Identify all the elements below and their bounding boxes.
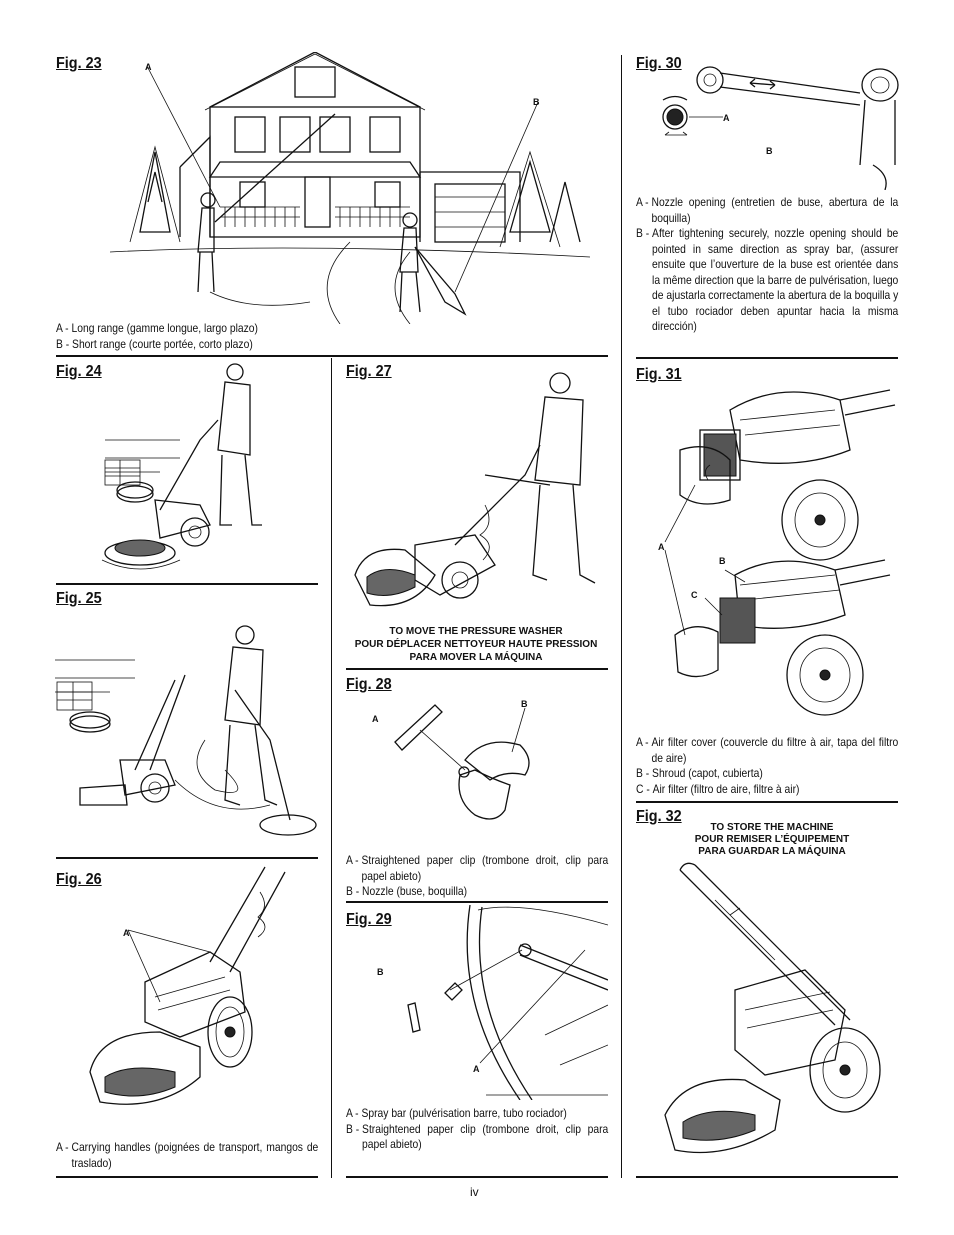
fig29-callout-a: A [473, 1064, 480, 1074]
fig27-rule [346, 668, 608, 670]
fig27-caption-en: TO MOVE THE PRESSURE WASHER [389, 626, 563, 637]
fig32-caption-fr: POUR REMISER L’ÉQUIPEMENT [694, 834, 850, 845]
fig28-rule [346, 901, 608, 903]
fig27-caption-fr: POUR DÉPLACER NETTOYEUR HAUTE PRESSION [354, 639, 598, 650]
fig32-caption-en: TO STORE THE MACHINE [710, 822, 834, 833]
fig23-caption-b: B - Short range (courte portée, corto pl… [56, 336, 253, 351]
fig23-callout-a: A [145, 62, 152, 72]
fig32-title: Fig. 32 [636, 808, 682, 825]
fig26-illustration [80, 862, 318, 1132]
fig27-caption-es: PARA MOVER LA MÁQUINA [409, 652, 543, 663]
fig29-illustration [370, 905, 608, 1100]
fig32-rule [636, 1176, 898, 1178]
fig31-caption: A - Air filter cover (couvercle du filtr… [636, 735, 898, 797]
fig28-caption: A - Straightened paper clip (trombone dr… [346, 853, 608, 900]
fig31-caption-a: A - Air filter cover (couvercle du filtr… [636, 735, 899, 765]
fig31-illustration [640, 370, 898, 730]
fig25-rule [56, 857, 318, 859]
fig28-illustration [380, 700, 580, 830]
fig26-title: Fig. 26 [56, 871, 102, 888]
fig30-caption: A - Nozzle opening (entretien de buse, a… [636, 195, 898, 335]
fig31-callout-b: B [719, 556, 726, 566]
fig28-title: Fig. 28 [346, 676, 392, 693]
fig32-caption-es: PARA GUARDAR LA MÁQUINA [698, 846, 846, 857]
fig32-illustration [655, 860, 895, 1165]
fig29-rule [346, 1176, 608, 1178]
fig29-title: Fig. 29 [346, 911, 392, 928]
fig30-callout-a: A [723, 113, 730, 123]
fig24-rule [56, 583, 318, 585]
page-number: iv [470, 1185, 479, 1199]
fig23-caption-a: A - Long range (gamme longue, largo plaz… [56, 321, 258, 335]
fig30-title: Fig. 30 [636, 55, 682, 72]
fig28-callout-b: B [521, 699, 528, 709]
fig30-caption-b: B - After tightening securely, nozzle op… [636, 226, 899, 333]
fig31-caption-b: B - Shroud (capot, cubierta) [636, 766, 763, 780]
fig27-caption: TO MOVE THE PRESSURE WASHER POUR DÉPLACE… [340, 625, 612, 664]
fig30-rule [636, 357, 898, 359]
fig26-caption-a: A - Carrying handles (poignées de transp… [56, 1140, 319, 1170]
fig31-callout-a: A [658, 542, 665, 552]
fig24-title: Fig. 24 [56, 363, 102, 380]
fig31-callout-c: C [691, 590, 698, 600]
fig28-caption-a: A - Straightened paper clip (trombone dr… [346, 853, 609, 883]
fig26-caption: A - Carrying handles (poignées de transp… [56, 1140, 318, 1171]
fig32-caption: TO STORE THE MACHINE POUR REMISER L’ÉQUI… [682, 822, 862, 858]
fig27-title: Fig. 27 [346, 363, 392, 380]
fig28-callout-a: A [372, 714, 379, 724]
fig26-callout-a: A [123, 928, 130, 938]
fig30-caption-a: A - Nozzle opening (entretien de buse, a… [636, 195, 899, 225]
fig29-callout-b: B [377, 967, 384, 977]
fig27-illustration [345, 365, 607, 620]
fig23-caption: A - Long range (gamme longue, largo plaz… [56, 321, 340, 352]
fig30-illustration [655, 55, 900, 190]
fig31-title: Fig. 31 [636, 366, 682, 383]
fig30-callout-b: B [766, 146, 773, 156]
fig31-rule [636, 801, 898, 803]
fig25-title: Fig. 25 [56, 590, 102, 607]
column-divider-2 [621, 55, 622, 1178]
fig29-caption-b: B - Straightened paper clip (trombone dr… [346, 1121, 609, 1152]
fig28-caption-b: B - Nozzle (buse, boquilla) [346, 884, 468, 898]
fig29-caption: A - Spray bar (pulvérisation barre, tubo… [346, 1106, 608, 1153]
fig23-callout-b: B [533, 97, 540, 107]
fig25-illustration [55, 620, 320, 845]
fig29-caption-a: A - Spray bar (pulvérisation barre, tubo… [346, 1106, 567, 1120]
fig26-rule [56, 1176, 318, 1178]
fig24-illustration [100, 360, 275, 578]
fig23-house-illustration [110, 52, 590, 324]
column-divider-1 [331, 358, 332, 1178]
fig31-caption-c: C - Air filter (filtro de aire, filtre à… [636, 781, 800, 796]
fig23-title: Fig. 23 [56, 55, 102, 72]
fig23-rule [56, 355, 608, 357]
